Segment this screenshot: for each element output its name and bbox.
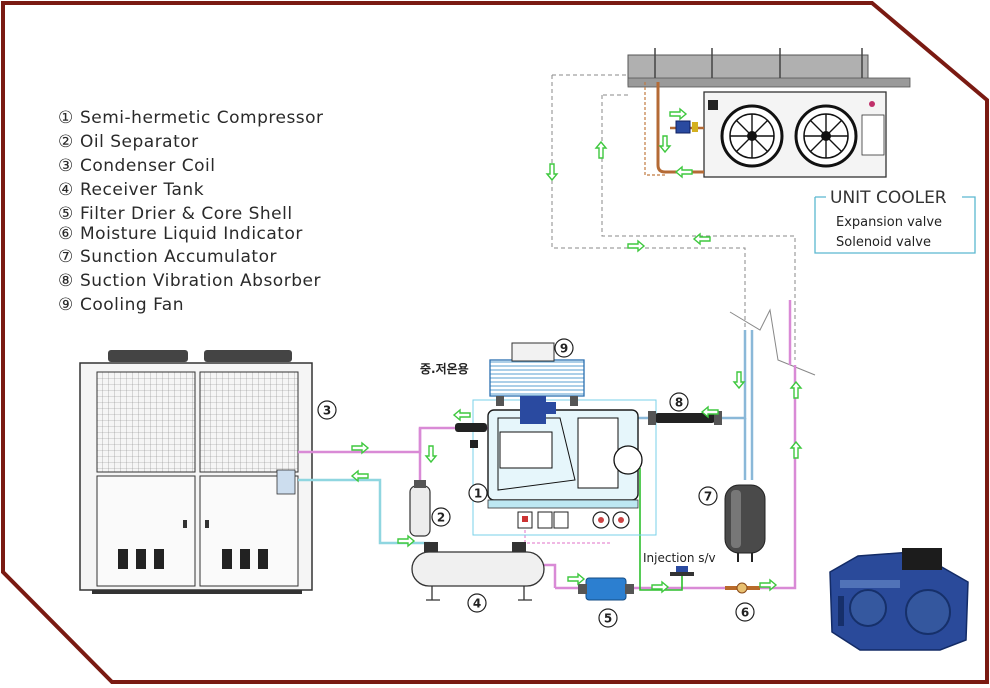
legend-number: ③	[58, 156, 74, 176]
sight-glass	[725, 582, 760, 594]
flow-arrow-icon	[350, 469, 369, 483]
legend-item: ③ Condenser Coil	[58, 156, 216, 176]
callout-number: 7	[704, 490, 712, 504]
discharge-hose	[455, 423, 487, 432]
legend-label: Oil Separator	[80, 132, 199, 152]
legend-label: Semi-hermetic Compressor	[80, 108, 324, 128]
legend-label: Suction Vibration Absorber	[80, 271, 321, 291]
korean-note: 중.저온용	[420, 361, 469, 376]
flow-arrow-icon	[674, 165, 693, 179]
legend-number: ④	[58, 180, 74, 200]
callout-badge: 9	[554, 338, 574, 358]
flow-arrow-icon	[594, 140, 608, 159]
flow-arrow-icon	[397, 534, 416, 548]
fan-icon	[794, 104, 858, 168]
callout-badge: 8	[669, 392, 689, 412]
cooling-fan	[489, 342, 585, 424]
flow-arrow-icon	[351, 441, 370, 455]
injection-valve	[670, 566, 694, 576]
legend-number: ②	[58, 132, 74, 152]
flow-arrow-icon	[692, 232, 711, 246]
legend: ① Semi-hermetic Compressor ② Oil Separat…	[58, 108, 324, 315]
legend-item: ⑦ Sunction Accumulator	[58, 247, 277, 267]
filter-drier	[578, 577, 634, 601]
flow-arrow-icon	[424, 445, 438, 464]
suction-accumulator	[724, 484, 766, 562]
receiver-tank	[411, 542, 545, 601]
legend-number: ⑧	[58, 271, 74, 291]
condenser-unit	[79, 350, 313, 594]
pressure-switches	[517, 511, 630, 529]
legend-item: ⑨ Cooling Fan	[58, 295, 184, 315]
callout-number: 6	[741, 606, 749, 620]
flow-arrow-icon	[545, 163, 559, 182]
callout-badge: 4	[467, 593, 487, 613]
flow-arrow-icon	[567, 572, 586, 586]
compressor-photo	[829, 548, 969, 651]
oil-separator	[409, 480, 431, 537]
callout-badge: 3	[317, 400, 337, 420]
flow-arrow-icon	[651, 580, 670, 594]
legend-number: ⑨	[58, 295, 74, 315]
flow-arrow-icon	[452, 408, 471, 422]
flow-arrow-icon	[732, 371, 746, 390]
flow-arrow-icon	[627, 239, 646, 253]
legend-item: ⑥ Moisture Liquid Indicator	[58, 224, 303, 244]
callouts: 1 2 3 4 5 6 7 8	[317, 338, 755, 628]
callout-number: 2	[437, 511, 445, 525]
callout-number: 4	[473, 597, 481, 611]
legend-item: ⑤ Filter Drier & Core Shell	[58, 204, 293, 224]
legend-item: ② Oil Separator	[58, 132, 199, 152]
dashed-refrigerant-lines	[551, 74, 796, 360]
legend-item: ① Semi-hermetic Compressor	[58, 108, 324, 128]
legend-number: ⑦	[58, 247, 74, 267]
legend-item: ⑧ Suction Vibration Absorber	[58, 271, 321, 291]
flow-arrow-icon	[789, 380, 803, 399]
flow-arrow-icon	[700, 405, 719, 419]
legend-label: Sunction Accumulator	[80, 247, 277, 267]
injection-label: Injection s/v	[643, 551, 716, 565]
callout-number: 9	[560, 342, 568, 356]
compressor-assembly	[470, 399, 657, 536]
callout-number: 5	[604, 612, 612, 626]
vibration-absorber	[648, 411, 722, 425]
flow-arrow-icon	[658, 135, 672, 154]
flow-arrow-icon	[789, 440, 803, 459]
callout-number: 1	[474, 487, 482, 501]
legend-number: ⑤	[58, 204, 74, 224]
legend-label: Condenser Coil	[80, 156, 216, 176]
legend-label: Filter Drier & Core Shell	[80, 204, 293, 224]
callout-badge: 1	[468, 483, 488, 503]
unit-cooler-label: UNIT COOLER Expansion valve Solenoid val…	[814, 188, 976, 254]
unit-cooler-title: UNIT COOLER	[830, 188, 947, 208]
callout-number: 8	[675, 396, 683, 410]
legend-number: ⑥	[58, 224, 74, 244]
unit-cooler-item: Solenoid valve	[836, 235, 931, 250]
legend-item: ④ Receiver Tank	[58, 180, 204, 200]
callout-number: 3	[323, 404, 331, 418]
legend-label: Receiver Tank	[80, 180, 204, 200]
callout-badge: 5	[598, 608, 618, 628]
injection-line	[639, 468, 683, 591]
legend-label: Moisture Liquid Indicator	[80, 224, 303, 244]
unit-cooler	[627, 48, 911, 178]
fan-icon	[720, 104, 784, 168]
flow-arrow-icon	[759, 578, 778, 592]
unit-cooler-item: Expansion valve	[836, 215, 942, 230]
flow-arrow-icon	[669, 107, 688, 121]
callout-badge: 2	[431, 507, 451, 527]
legend-label: Cooling Fan	[80, 295, 184, 315]
callout-badge: 7	[698, 486, 718, 506]
callout-badge: 6	[735, 602, 755, 622]
legend-number: ①	[58, 108, 74, 128]
flow-arrows	[350, 107, 803, 594]
